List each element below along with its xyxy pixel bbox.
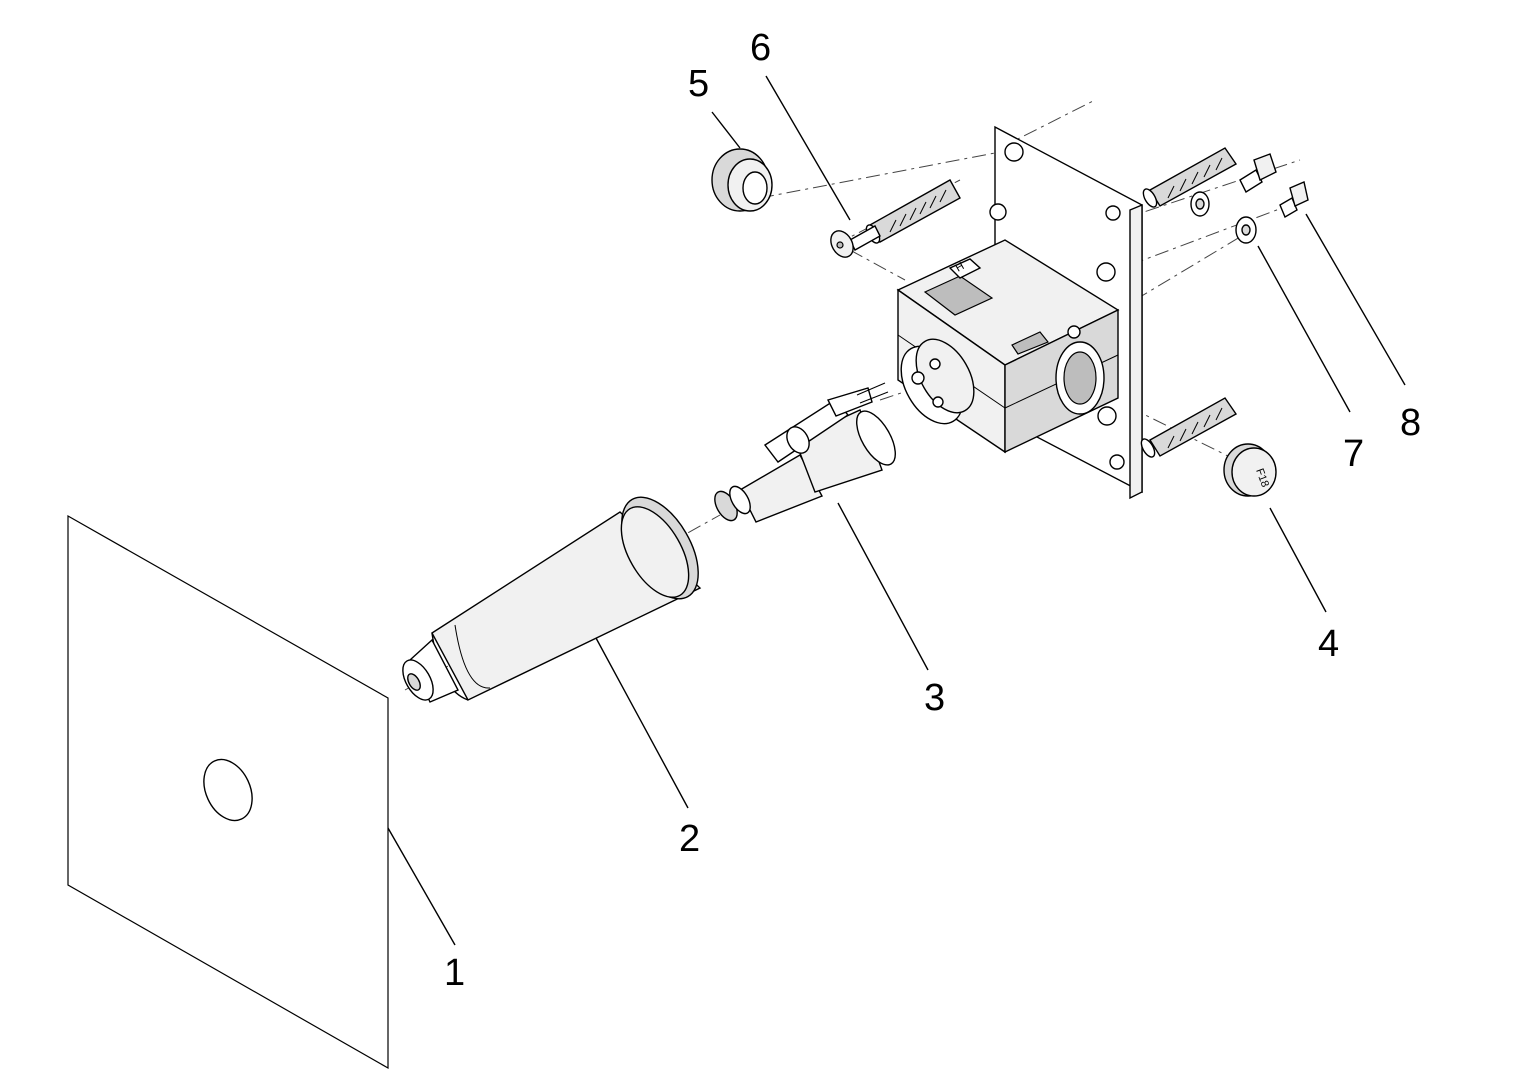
washer-upper (1190, 191, 1210, 217)
part-7-washer (1235, 216, 1257, 244)
part-5-cap (711, 148, 773, 212)
mounting-block: H (896, 125, 1143, 500)
wall-plug-upper-right (1142, 147, 1238, 208)
callout-5: 5 (688, 63, 709, 105)
bolt-upper (1239, 153, 1277, 194)
part-2-cartridge-body (402, 496, 702, 703)
callout-4: 4 (1318, 623, 1339, 665)
callout-2: 2 (679, 818, 700, 860)
wall-plug-lower-right (1140, 397, 1238, 458)
callout-1: 1 (444, 952, 465, 994)
callouts: 1 2 3 4 5 6 7 8 (444, 27, 1421, 994)
callout-3: 3 (924, 677, 945, 719)
part-8-bolt (1279, 181, 1309, 219)
part-3-valve-insert (714, 382, 896, 523)
part-1-cover-plate (67, 514, 389, 1070)
leader-lines (387, 75, 1406, 946)
callout-6: 6 (750, 27, 771, 69)
callout-7: 7 (1343, 433, 1364, 475)
callout-8: 8 (1400, 402, 1421, 444)
part-6-screw (830, 225, 881, 258)
part-4-cap: F18 (1223, 443, 1277, 497)
